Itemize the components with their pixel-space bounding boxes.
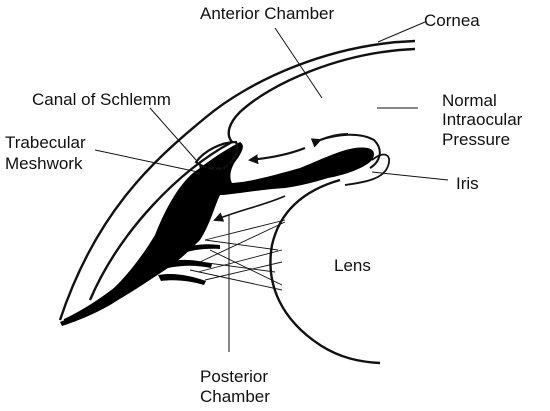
iris-tip-outline [344,153,390,186]
label-anterior-chamber: Anterior Chamber [200,4,335,23]
label-normal-pressure-line2: Intraocular [442,110,523,129]
leader-iris [371,171,449,181]
label-lens: Lens [334,256,371,275]
label-trabecular-line1: Trabecular [5,133,86,152]
canal-of-schlemm-shape [194,140,239,170]
cornea-inner-outline [227,47,416,143]
ciliary-body [60,142,375,326]
label-cornea: Cornea [424,11,480,30]
leader-anterior-chamber [274,27,323,99]
leader-cornea [377,21,426,43]
sclera-inner-outline [88,140,233,301]
flow-arrow-middle [248,146,306,165]
zonular-fibers [189,219,286,291]
label-normal-pressure-line1: Normal [442,91,497,110]
trabecular-meshwork-lines [199,157,231,185]
label-posterior-line1: Posterior [200,367,268,386]
label-iris: Iris [456,174,479,193]
flow-arrow-upper-head [310,133,349,148]
leader-canal-of-schlemm [149,107,197,161]
sclera-posterior-wall [63,228,178,325]
label-canal-of-schlemm: Canal of Schlemm [32,90,171,109]
lens-outline [269,178,381,365]
label-posterior-line2: Chamber [200,387,270,406]
leader-lines [94,21,449,352]
aqueous-flow-path [213,195,286,222]
label-normal-pressure-line3: Pressure [442,130,510,149]
label-trabecular-line2: Meshwork [5,154,83,173]
leader-trabecular-meshwork [94,149,199,173]
cornea-outer-outline [58,39,416,321]
